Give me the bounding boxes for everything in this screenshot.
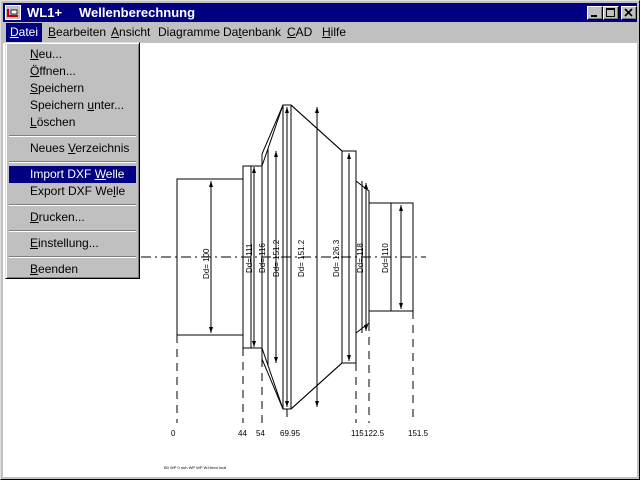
close-icon	[624, 8, 633, 17]
menu-separator	[9, 161, 136, 163]
position-label: 44	[238, 429, 247, 438]
menu-datenbank[interactable]: Datenbank	[223, 25, 282, 39]
diameter-label: Dd= 111	[245, 243, 254, 273]
position-label: 54	[256, 429, 265, 438]
diameter-label: Dd= 151.2	[272, 239, 281, 277]
menu-separator	[9, 230, 136, 232]
menu-cad[interactable]: CAD	[287, 25, 313, 39]
menu-item-speichern[interactable]: Speichern	[30, 81, 85, 95]
window-title: Wellenberechnung	[79, 5, 196, 20]
shaft-drawing: Dd= 100 Dd= 111 Dd= 116 Dd= 151.2 Dd= 15…	[141, 104, 429, 470]
menu-item-loeschen[interactable]: Löschen	[30, 115, 76, 129]
menu-separator	[9, 204, 136, 206]
menu-item-export-dxf-welle[interactable]: Export DXF Welle	[30, 184, 126, 198]
menu-item-oeffnen[interactable]: Öffnen...	[30, 64, 76, 78]
menu-separator	[9, 256, 136, 258]
menu-item-import-dxf-welle[interactable]: Import DXF Welle	[9, 166, 136, 183]
diameter-label: Dd= 118	[356, 243, 365, 273]
maximize-icon	[606, 8, 615, 17]
close-button[interactable]	[621, 6, 637, 20]
position-label: 151.5	[408, 429, 429, 438]
diameter-label: Dd= 110	[381, 243, 390, 273]
datei-menu: Neu... Öffnen... Speichern Speichern unt…	[5, 42, 140, 279]
menu-ansicht[interactable]: Ansicht	[111, 25, 151, 39]
title-bar[interactable]: WL1+ Wellenberechnung	[3, 3, 637, 22]
diameter-label: Dd= 116	[258, 243, 267, 273]
diameter-label: Dd= 100	[202, 248, 211, 279]
menu-item-drucken[interactable]: Drucken...	[30, 210, 85, 224]
position-label: 69.95	[280, 429, 301, 438]
menu-item-speichern-unter[interactable]: Speichern unter...	[30, 98, 125, 112]
menu-item-neues-verzeichnis[interactable]: Neues Verzeichnis	[30, 141, 130, 155]
menu-datei[interactable]: Datei	[6, 23, 43, 42]
app-name: WL1+	[27, 5, 63, 20]
diameter-label: Dd= 151.2	[297, 239, 306, 277]
menu-item-einstellung[interactable]: Einstellung...	[30, 236, 99, 250]
menu-separator	[9, 135, 136, 137]
menu-bearbeiten[interactable]: Bearbeiten	[48, 25, 107, 39]
position-label: 122.5	[364, 429, 385, 438]
minimize-button[interactable]	[587, 6, 603, 20]
menu-diagramme[interactable]: Diagramme	[158, 25, 221, 39]
maximize-button[interactable]	[603, 6, 619, 20]
menu-hilfe[interactable]: Hilfe	[322, 25, 347, 39]
position-label: 115	[351, 429, 364, 438]
diameter-label: Dd= 126.3	[332, 239, 341, 277]
minimize-icon	[591, 15, 597, 17]
footer-note: B0 WP 0 nuh WP WP W.Heed Inuli	[164, 465, 226, 470]
menu-item-beenden[interactable]: Beenden	[30, 262, 79, 276]
position-label: 0	[171, 429, 176, 438]
menu-item-neu[interactable]: Neu...	[30, 47, 63, 61]
wl1-app-icon[interactable]	[5, 5, 21, 20]
menu-bar: Datei Bearbeiten Ansicht Diagramme Daten…	[3, 23, 637, 42]
